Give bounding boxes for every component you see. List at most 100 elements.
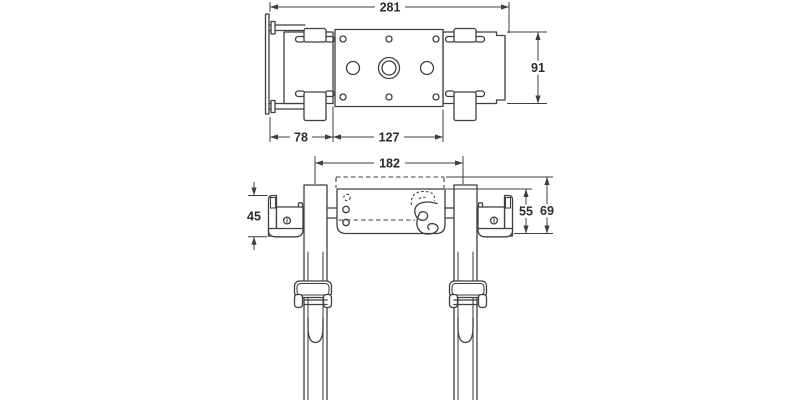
arrowhead (315, 160, 323, 166)
bolt-hole (419, 60, 435, 76)
screw-hole (342, 218, 350, 227)
clamp-hook (477, 293, 488, 309)
left-wall-bracket (267, 194, 304, 238)
extension-lines (507, 31, 547, 104)
wall-rail (264, 13, 306, 115)
right-side-plate (442, 27, 506, 122)
label-bg (375, 0, 405, 14)
dim-label-plate-height: 55 (519, 205, 533, 219)
hook-plate (336, 188, 446, 235)
dim-left-span: 78 (269, 106, 334, 145)
rail-top-foot (270, 20, 276, 35)
arrowhead (455, 160, 463, 166)
hidden-outline (335, 176, 445, 188)
hidden-plate-edge (335, 176, 445, 188)
arrowhead (270, 4, 278, 10)
arrowhead (325, 134, 333, 140)
arrowhead (523, 189, 529, 197)
dim-label-bracket-height: 45 (247, 210, 261, 224)
left-side-plate (283, 27, 336, 122)
right-clamp (448, 280, 488, 309)
bracket-lip (267, 227, 304, 238)
clamp-band (448, 280, 488, 299)
dim-rail-spacing: 182 (314, 156, 464, 184)
arrowhead (535, 95, 541, 104)
extension-lines (269, 106, 334, 142)
arrowhead (270, 134, 278, 140)
clamp-hook (293, 293, 304, 309)
screw-hole (339, 35, 347, 43)
screw-hole (342, 205, 350, 214)
clamp-band (293, 280, 333, 299)
plate-outline (336, 188, 446, 235)
dim-plate-height: 55 (446, 188, 538, 234)
bolt-hole (345, 60, 361, 76)
rail-bar (264, 13, 270, 115)
label-bg (374, 156, 405, 170)
bracket-notch (477, 202, 484, 208)
bracket-tab (504, 196, 512, 209)
label-bg (535, 204, 560, 218)
arrowhead (251, 187, 257, 196)
arrowhead (501, 4, 509, 10)
label-bg (525, 61, 551, 75)
clamp-hook (322, 293, 333, 309)
bottom-tab (453, 91, 477, 122)
bracket-tab (269, 196, 277, 209)
dim-bracket-height: 45 (242, 182, 268, 250)
dim-overall-height: 69 (446, 176, 560, 234)
center-bushing-outer (377, 56, 401, 80)
dim-side-height: 91 (507, 31, 551, 104)
dim-label-left-span: 78 (294, 131, 308, 145)
rail-bottom-foot (270, 99, 276, 114)
plate-outline (334, 28, 444, 108)
top-tab (453, 27, 477, 43)
center-bushing-inner (381, 60, 397, 76)
front-view: 182 45 55 69 (242, 156, 560, 400)
right-leg (448, 184, 488, 400)
arrowhead (251, 236, 257, 245)
top-view: 281 91 78 127 (264, 0, 551, 145)
bracket-hole (489, 216, 499, 225)
dim-label-overall-width: 281 (380, 1, 401, 15)
extension-lines (314, 156, 464, 184)
right-wall-bracket (477, 194, 514, 238)
hidden-hook-contour (410, 190, 436, 206)
label-bg (514, 204, 538, 218)
screw-hole (432, 35, 440, 43)
bracket-hole (282, 216, 292, 225)
bracket-lip (477, 227, 514, 238)
suspension-hook (414, 201, 439, 235)
label-bg (242, 209, 266, 223)
arrowhead (523, 225, 529, 234)
hidden-hole (343, 193, 351, 202)
clamp-band-inner (451, 282, 485, 296)
screw-hole (385, 93, 393, 101)
label-bg (290, 130, 312, 144)
dim-label-overall-height: 69 (540, 204, 554, 218)
cross-bar (326, 207, 455, 219)
dim-label-side-height: 91 (531, 61, 545, 75)
arrowhead (333, 134, 341, 140)
arrowhead (535, 32, 541, 40)
arrowhead (544, 225, 550, 234)
clamp-pin (453, 299, 478, 306)
clamp-pin (303, 299, 328, 306)
leg-u-insert (307, 317, 324, 344)
label-bg (374, 130, 404, 144)
leg-u-insert (457, 317, 474, 344)
screw-hole (385, 35, 393, 43)
dim-plate-span: 127 (333, 109, 444, 145)
dim-overall-width: 281 (269, 0, 510, 33)
screw-hole (339, 93, 347, 101)
dim-label-plate-span: 127 (379, 131, 400, 145)
bracket-notch (297, 202, 304, 208)
left-clamp (293, 280, 333, 309)
clamp-band-inner (296, 282, 330, 296)
arrowhead (435, 134, 443, 140)
dim-label-rail-spacing: 182 (379, 157, 400, 171)
left-leg (293, 184, 333, 400)
bottom-tab (303, 91, 327, 122)
